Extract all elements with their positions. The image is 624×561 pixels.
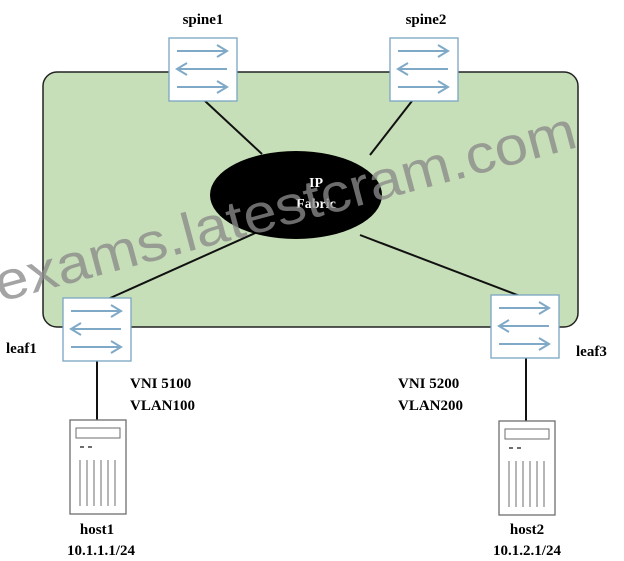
fabric-label-line1: IP	[309, 176, 323, 191]
leaf3-switch	[490, 294, 560, 359]
spine2-label: spine2	[406, 12, 447, 28]
spine1-label: spine1	[183, 12, 224, 28]
leaf1-switch	[62, 297, 132, 362]
host1-label: host1	[80, 522, 114, 538]
link-leaf3-fabric	[359, 234, 521, 297]
host1-ip: 10.1.1.1/24	[67, 543, 135, 559]
leaf3-label: leaf3	[576, 344, 607, 360]
spine1-switch	[168, 37, 238, 102]
host1-server-icon	[69, 419, 127, 515]
host2-ip: 10.1.2.1/24	[493, 543, 561, 559]
host2-label: host2	[510, 522, 544, 538]
link-spine2-fabric	[369, 100, 413, 156]
spine2-switch	[389, 37, 459, 102]
vni-right-label: VNI 5200	[398, 376, 459, 392]
vni-left-label: VNI 5100	[130, 376, 191, 392]
host2-server-icon	[498, 420, 556, 516]
fabric-label-line2: Fabric	[296, 197, 336, 212]
links	[96, 100, 527, 421]
link-spine1-fabric	[204, 100, 263, 155]
link-leaf1-fabric	[107, 229, 263, 300]
vlan-left-label: VLAN100	[130, 398, 195, 414]
vlan-right-label: VLAN200	[398, 398, 463, 414]
leaf1-label: leaf1	[6, 341, 37, 357]
ip-fabric-cloud	[210, 151, 382, 239]
